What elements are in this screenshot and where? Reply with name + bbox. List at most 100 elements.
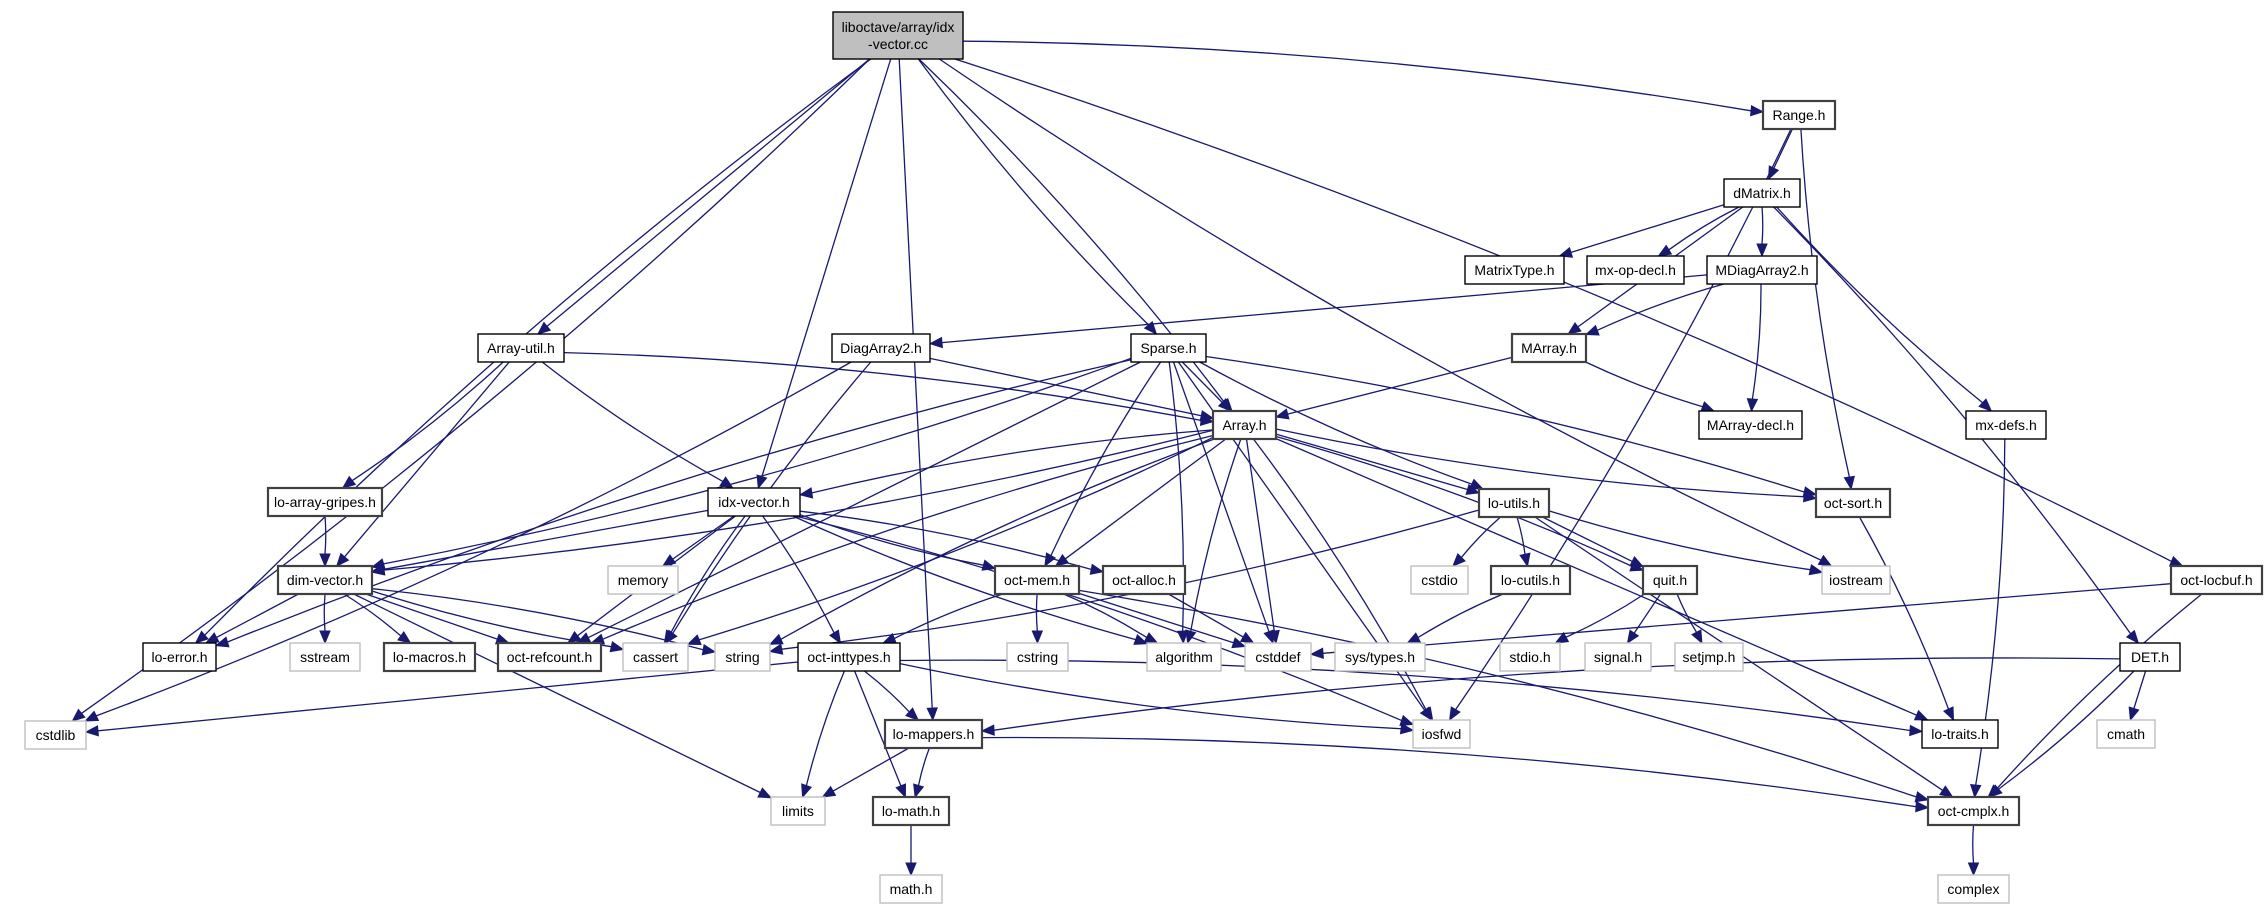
node-mx-defs-h[interactable]: mx-defs.h bbox=[1965, 410, 2047, 440]
node-Sparse-h[interactable]: Sparse.h bbox=[1130, 333, 1207, 363]
node-MArray-decl-h[interactable]: MArray-decl.h bbox=[1698, 410, 1803, 440]
node-oct-refcount-h[interactable]: oct-refcount.h bbox=[496, 641, 603, 673]
edge-idx_vector_h-to-dim_vector_h bbox=[370, 509, 709, 575]
node-oct-cmplx-h[interactable]: oct-cmplx.h bbox=[1926, 795, 2021, 827]
node-lo-mappers-h[interactable]: lo-mappers.h bbox=[883, 718, 984, 750]
node-label: setjmp.h bbox=[1683, 649, 1736, 665]
edge-line bbox=[795, 515, 1402, 722]
node-lo-macros-h[interactable]: lo-macros.h bbox=[382, 641, 477, 673]
node-MatrixType-h[interactable]: MatrixType.h bbox=[1464, 255, 1565, 285]
node-box bbox=[1510, 332, 1588, 364]
node-DiagArray2-h[interactable]: DiagArray2.h bbox=[831, 333, 931, 363]
edge-line bbox=[917, 747, 931, 786]
node-oct-alloc-h[interactable]: oct-alloc.h bbox=[1101, 564, 1187, 596]
edge-line bbox=[993, 657, 2121, 731]
node-oct-mem-h[interactable]: oct-mem.h bbox=[993, 564, 1081, 596]
node-box bbox=[1130, 333, 1207, 363]
node-label: lo-array-gripes.h bbox=[274, 494, 376, 510]
node-dim-vector-h[interactable]: dim-vector.h bbox=[276, 564, 374, 596]
arrowhead-icon bbox=[821, 785, 837, 798]
node-DET-h[interactable]: DET.h bbox=[2119, 642, 2181, 672]
node-box bbox=[1723, 178, 1801, 208]
arrowhead-icon bbox=[1915, 801, 1930, 813]
arrowhead-icon bbox=[1239, 631, 1255, 644]
node-label: string bbox=[725, 649, 759, 665]
edge-line bbox=[1460, 516, 1501, 558]
arrowhead-icon bbox=[1089, 563, 1105, 575]
edge-quit_h-to-stdio_h bbox=[1554, 593, 1645, 644]
node-label: MDiagArray2.h bbox=[1715, 262, 1808, 278]
edge-line bbox=[1996, 593, 2203, 790]
node-oct-inttypes-h[interactable]: oct-inttypes.h bbox=[797, 642, 901, 672]
arrowhead-icon bbox=[1700, 401, 1716, 412]
node-box bbox=[1499, 642, 1561, 672]
node-box bbox=[622, 642, 689, 672]
node-MArray-h[interactable]: MArray.h bbox=[1510, 332, 1588, 364]
edge-line bbox=[811, 429, 1214, 494]
edge-line bbox=[344, 361, 510, 558]
node-label: DET.h bbox=[2131, 649, 2169, 665]
edge-line bbox=[1800, 128, 1851, 478]
arrowhead-icon bbox=[1231, 637, 1247, 649]
arrowhead-icon bbox=[1746, 398, 1759, 413]
arrowhead-icon bbox=[536, 321, 552, 335]
edge-lo_utils_h-to-lo_cutils_h bbox=[1516, 516, 1531, 568]
edge-line bbox=[1455, 128, 1792, 710]
edge-line bbox=[929, 357, 1202, 417]
edge-line bbox=[95, 361, 852, 717]
edge-Array_h-to-oct_refcount_h bbox=[590, 434, 1214, 645]
node-lo-error-h[interactable]: lo-error.h bbox=[142, 642, 217, 672]
edge-line bbox=[981, 736, 1917, 808]
node-label: cstdlib bbox=[36, 727, 76, 743]
node-oct-locbuf-h[interactable]: oct-locbuf.h bbox=[2169, 564, 2264, 596]
node-label: algorithm bbox=[1155, 649, 1213, 665]
node-Array-h[interactable]: Array.h bbox=[1211, 409, 1278, 441]
node-dMatrix-h[interactable]: dMatrix.h bbox=[1723, 178, 1801, 208]
arrowhead-icon bbox=[84, 725, 99, 737]
node-sstream: sstream bbox=[289, 642, 361, 672]
node-mx-op-decl-h[interactable]: mx-op-decl.h bbox=[1586, 255, 1685, 285]
edge-line bbox=[546, 58, 871, 327]
node-label: idx-vector.h bbox=[718, 494, 790, 510]
edge-line bbox=[1181, 361, 1223, 403]
node-box bbox=[714, 642, 771, 672]
edge-Array_h-to-lo_utils_h bbox=[1275, 433, 1481, 495]
edge-line bbox=[371, 590, 612, 648]
node-cstring: cstring bbox=[1006, 642, 1069, 672]
node-lo-traits-h[interactable]: lo-traits.h bbox=[1921, 719, 1999, 749]
edge-line bbox=[1516, 516, 1526, 555]
node-MDiagArray2-h[interactable]: MDiagArray2.h bbox=[1706, 255, 1818, 285]
node-oct-sort-h[interactable]: oct-sort.h bbox=[1814, 487, 1892, 519]
edge-oct_mem_h-to-oct_inttypes_h bbox=[882, 593, 1003, 644]
node-Array-util-h[interactable]: Array-util.h bbox=[477, 333, 565, 363]
node-quit-h[interactable]: quit.h bbox=[1641, 564, 1699, 596]
edge-line bbox=[853, 670, 902, 787]
arrowhead-icon bbox=[397, 631, 412, 644]
edge-line bbox=[323, 593, 326, 632]
edge-dim_vector_h-to-sstream bbox=[319, 593, 331, 645]
arrowhead-icon bbox=[1969, 784, 1982, 799]
node-box bbox=[707, 487, 801, 517]
node-Range-h[interactable]: Range.h bbox=[1761, 99, 1837, 131]
node-root[interactable]: liboctave/array/idx-vector.cc bbox=[832, 11, 964, 60]
edge-line bbox=[1275, 433, 1468, 491]
arrowhead-icon bbox=[1406, 632, 1422, 644]
arrowhead-icon bbox=[980, 724, 995, 736]
node-lo-math-h[interactable]: lo-math.h bbox=[871, 795, 951, 827]
node-idx-vector-h[interactable]: idx-vector.h bbox=[707, 487, 801, 517]
node-lo-array-gripes-h[interactable]: lo-array-gripes.h bbox=[266, 486, 384, 518]
edge-line bbox=[1751, 283, 1762, 400]
node-label: math.h bbox=[890, 881, 933, 897]
edge-lo_cutils_h-to-sys_types_h bbox=[1406, 593, 1504, 644]
edge-line bbox=[351, 361, 504, 482]
node-lo-utils-h[interactable]: lo-utils.h bbox=[1477, 487, 1551, 519]
arrowhead-icon bbox=[905, 707, 920, 721]
node-box bbox=[276, 564, 374, 596]
edge-line bbox=[1205, 355, 1805, 493]
arrowhead-icon bbox=[1217, 398, 1232, 412]
node-lo-cutils-h[interactable]: lo-cutils.h bbox=[1489, 564, 1572, 596]
node-label: memory bbox=[618, 572, 669, 588]
node-box bbox=[496, 641, 603, 673]
node-box bbox=[1814, 487, 1892, 519]
arrowhead-icon bbox=[194, 630, 209, 644]
